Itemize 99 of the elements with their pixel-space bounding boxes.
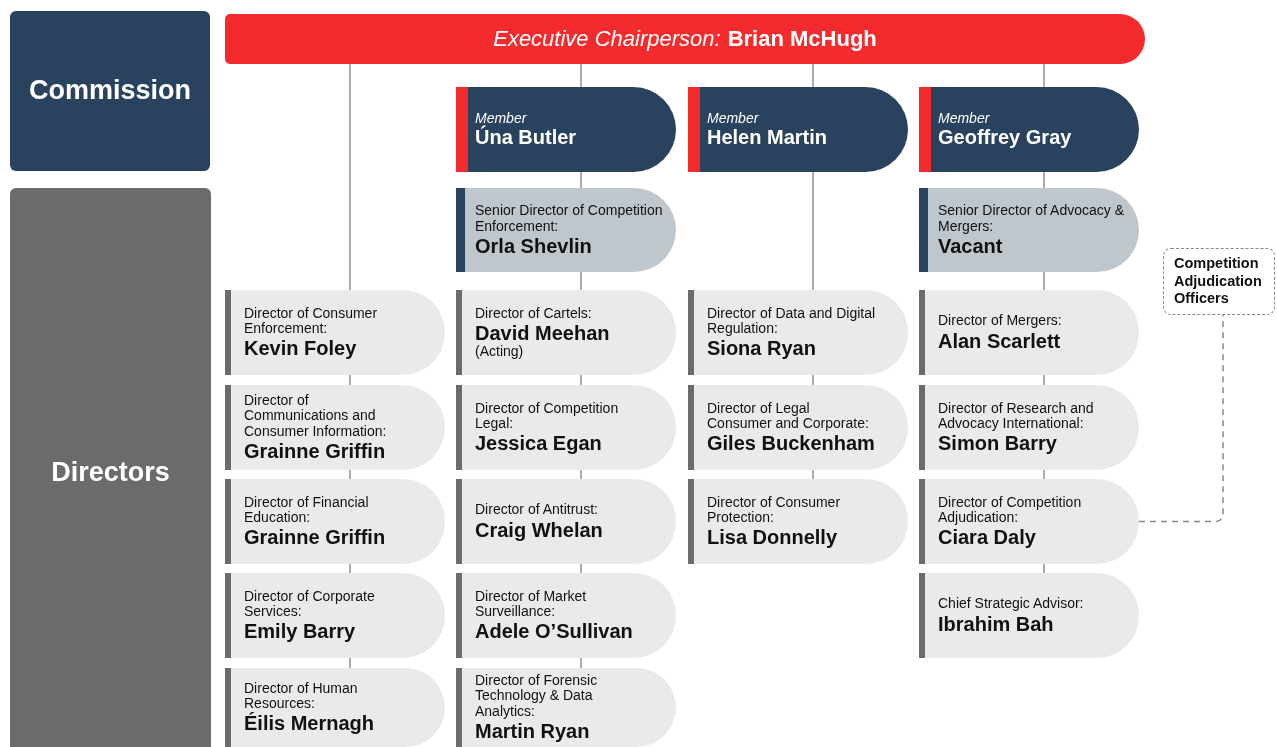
name-label: Emily Barry <box>244 620 357 643</box>
connector-line <box>349 657 351 669</box>
connector-line <box>1043 469 1045 480</box>
member-box <box>688 87 908 172</box>
connector-line <box>1043 271 1045 291</box>
director-box <box>456 479 676 564</box>
title-label: Director of Mergers: <box>938 313 1063 329</box>
title-label: Director of Antitrust: <box>475 502 599 518</box>
connector-line <box>580 271 582 291</box>
director-box <box>919 290 1139 375</box>
section-label: Commission <box>29 76 191 106</box>
name-label: Siona Ryan <box>707 337 817 360</box>
connector-line <box>812 63 814 88</box>
director-box <box>688 290 908 375</box>
title-label: Chief Strategic Advisor: <box>938 596 1085 612</box>
name-label: Vacant <box>938 234 1004 257</box>
connector-line <box>580 63 582 88</box>
senior-director-box <box>456 188 676 272</box>
senior-director-box <box>919 188 1139 272</box>
connector-line <box>1043 374 1045 386</box>
dashed-box <box>1163 248 1275 315</box>
name-label: Éilis Mernagh <box>244 712 376 735</box>
name-label: Jessica Egan <box>475 432 603 455</box>
title-label: Member <box>475 110 528 126</box>
title-label: Member <box>707 110 760 127</box>
member-box <box>456 87 676 172</box>
connector-line <box>349 63 351 291</box>
title-label: Director of Financial Education: <box>244 494 370 526</box>
director-box <box>225 573 445 658</box>
name-label: Craig Whelan <box>475 518 604 541</box>
director-box <box>919 385 1139 470</box>
member-box <box>919 87 1139 172</box>
title-label: Director of Corporate Services: <box>244 588 376 620</box>
title-label: Director of Forensic Technology & Data Analytics: <box>475 673 599 719</box>
director-box <box>225 385 445 470</box>
name-label: Helen Martin <box>707 126 829 149</box>
director-box <box>456 668 676 747</box>
title-label: Director of Market Surveillance: <box>475 588 588 620</box>
name-label: Kevin Foley <box>244 337 358 360</box>
title-label: Director of Consumer Enforcement: <box>244 305 379 337</box>
title-label: Competition Adjudication Officers <box>1174 255 1263 308</box>
title-label: Member <box>938 110 991 127</box>
connector-line <box>580 374 582 386</box>
section-band <box>10 188 211 747</box>
director-box <box>456 290 676 375</box>
name-label: Lisa Donnelly <box>707 526 839 549</box>
director-box <box>688 479 908 564</box>
connector-line <box>580 469 582 480</box>
name-label: Grainne Griffin <box>244 526 387 549</box>
section-band <box>10 11 210 171</box>
name-label: Alan Scarlett <box>938 329 1062 352</box>
name-label: David Meehan <box>475 322 611 344</box>
director-box <box>919 573 1139 658</box>
director-box <box>225 290 445 375</box>
title-label: Director of Research and Advocacy International: <box>938 400 1095 432</box>
director-box <box>456 573 676 658</box>
title-label: Director of Legal Consumer and Corporate: <box>707 400 870 432</box>
title-label: Director of Human Resources: <box>244 680 359 712</box>
name-label: Úna Butler <box>475 126 578 149</box>
name-label: Brian McHugh <box>727 26 877 52</box>
title-label: Executive Chairperson: <box>493 26 721 52</box>
connector-line <box>349 563 351 574</box>
name-label: Orla Shevlin <box>475 234 593 257</box>
title-label: Director of Cartels: <box>475 305 593 321</box>
director-box <box>225 479 445 564</box>
name-label: Ibrahim Bah <box>938 612 1055 635</box>
connector-line <box>812 374 814 386</box>
connector-line <box>349 469 351 480</box>
connector-line <box>580 563 582 574</box>
name-label: Simon Barry <box>938 432 1058 455</box>
title-label: Director of Data and Digital Regulation: <box>707 305 877 337</box>
name-label: Martin Ryan <box>475 719 591 742</box>
connector-line <box>580 171 582 189</box>
connector-line <box>812 171 814 291</box>
title-label: Director of Communications and Consumer Information: <box>244 393 388 439</box>
connector-line <box>349 374 351 386</box>
director-box <box>688 385 908 470</box>
name-label: Adele O’Sullivan <box>475 620 634 643</box>
name-label: Grainne Griffin <box>244 439 387 462</box>
name-label: Ciara Daly <box>938 526 1037 549</box>
title-label: Director of Consumer Protection: <box>707 494 842 526</box>
connector-line <box>1043 63 1045 88</box>
dashed-connector <box>1138 314 1224 523</box>
title-label: Senior Director of Competition Enforcement: <box>475 203 664 234</box>
connector-line <box>1043 171 1045 189</box>
name-label: Geoffrey Gray <box>938 126 1073 149</box>
chair-banner <box>225 14 1145 64</box>
connector-line <box>1043 563 1045 574</box>
director-box <box>225 668 445 747</box>
title-label: Director of Competition Adjudication: <box>938 494 1083 526</box>
name-label: Giles Buckenham <box>707 432 876 455</box>
section-label: Directors <box>51 458 170 488</box>
title-label: (Acting) <box>475 344 525 360</box>
connector-line <box>580 657 582 669</box>
title-label: Director of Competition Legal: <box>475 400 620 432</box>
title-label: Senior Director of Advocacy & Mergers: <box>938 203 1125 234</box>
director-box <box>919 479 1139 564</box>
director-box <box>456 385 676 470</box>
connector-line <box>812 469 814 480</box>
